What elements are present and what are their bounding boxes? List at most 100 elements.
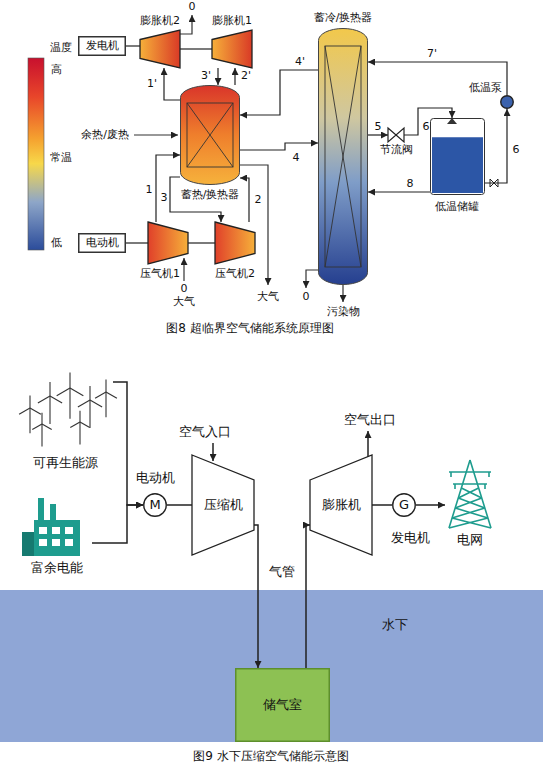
flow-line: [188, 242, 215, 243]
pump-symbol: 低温泵: [500, 95, 514, 109]
throttle-valve-shape: [388, 128, 404, 142]
air-inlet-line: [183, 258, 184, 281]
diagram-label: 大气: [173, 296, 195, 309]
grid-tower-icon: 电网: [445, 458, 495, 528]
node-label: 压气机2: [215, 268, 255, 281]
diagram-label: 图8 超临界空气储能系统原理图: [166, 322, 333, 336]
generator-box: 发电机: [78, 36, 126, 56]
wind-icon-shape: [18, 378, 113, 450]
compressor-symbol: 压气机2: [215, 222, 255, 264]
flow-line: [372, 504, 392, 506]
flow-line: [113, 382, 143, 505]
air-outlet-arrow: [367, 431, 369, 460]
flow-line: [240, 178, 249, 222]
node-label: M: [149, 498, 160, 513]
expander-symbol-shape: [212, 30, 252, 68]
compressor-box: 压缩机: [192, 455, 254, 555]
air-inlet-arrow: [212, 443, 214, 461]
expander-symbol-shape: [140, 30, 180, 68]
diagram-label: 空气入口: [179, 425, 231, 440]
flow-line: [180, 48, 212, 49]
diagram-label: 1: [146, 184, 153, 197]
node-label: 发电机: [86, 40, 119, 53]
generator-circle: G发电机: [392, 493, 416, 517]
diagram-label: 1': [147, 78, 157, 91]
diagram-label: 温度: [50, 42, 72, 55]
diagram-label: 气管: [269, 565, 295, 580]
diagram-label: 6: [513, 144, 520, 157]
exhaust-line: [180, 15, 192, 34]
flow-line: [254, 525, 258, 668]
pump-symbol-shape: [500, 95, 514, 109]
diagram-label: 空气出口: [344, 413, 396, 428]
expander-symbol: 膨胀机1: [212, 30, 252, 68]
wind-icon: 可再生能源: [18, 378, 113, 450]
node-label: 节流阀: [380, 144, 413, 157]
node-label: 压缩机: [204, 498, 243, 513]
factory-icon-shape: [22, 498, 92, 556]
node-label: 电网: [457, 533, 483, 548]
node-label: G: [399, 498, 409, 513]
temperature-bar: [28, 58, 44, 250]
node-label: 储气室: [263, 698, 302, 713]
node-label: 蓄热/换热器: [181, 189, 240, 202]
outlet-line: [306, 270, 318, 288]
motor-box: 电动机: [78, 233, 126, 253]
node-label: 膨胀机2: [140, 15, 180, 28]
diagram-label: 低: [51, 237, 62, 250]
waste-heat-line: [134, 134, 178, 135]
diagram-label: 0: [181, 283, 188, 296]
flow-line: [234, 68, 235, 85]
motor-circle: 电动机M: [143, 493, 167, 517]
node-label: 发电机: [391, 531, 430, 546]
diagram-label: 3: [161, 192, 168, 205]
diagram-label: 4: [293, 152, 300, 165]
flow-line: [306, 525, 310, 668]
cold-exchanger-shape: [318, 28, 368, 285]
heat-exchanger: 蓄热/换热器: [180, 85, 240, 185]
diagram-label: 常温: [50, 152, 72, 165]
node-label: 蓄冷/换热器: [314, 12, 373, 25]
compressor-symbol: 压气机1: [148, 222, 188, 264]
flow-line: [126, 242, 148, 243]
flow-line: [240, 70, 318, 115]
heat-exchanger-shape: [180, 85, 240, 185]
diagram-label: 污染物: [327, 306, 360, 319]
node-label: 低温储罐: [435, 201, 479, 214]
water-region: 储气室 水下: [0, 590, 543, 742]
grid-tower-icon-shape: [445, 458, 495, 528]
flow-line: [92, 505, 143, 543]
node-label: 电动机: [86, 237, 119, 250]
flow-line: [126, 45, 140, 46]
expander-box: 膨胀机: [310, 455, 372, 555]
flow-line: [416, 504, 445, 506]
diagram-label: 4': [295, 56, 305, 69]
diagram-label: 5: [375, 121, 382, 134]
node-label: 低温泵: [469, 82, 502, 95]
node-label: 压气机1: [140, 268, 180, 281]
node-label: 膨胀机: [322, 498, 361, 513]
flow-line: [485, 109, 507, 183]
throttle-valve: 节流阀: [388, 128, 404, 142]
diagram-label: 余热/废热: [81, 129, 129, 142]
flow-line: [167, 504, 192, 506]
diagram-label: 0: [303, 291, 310, 304]
diagram-label: 7': [427, 48, 437, 61]
factory-icon: 富余电能: [22, 498, 92, 556]
flow-line: [164, 68, 180, 100]
diagram-label: 2': [241, 70, 251, 83]
diagram-label: 图9 水下压缩空气储能示意图: [193, 750, 348, 764]
diagram-label: 8: [407, 178, 414, 191]
node-label: 膨胀机1: [212, 15, 252, 28]
node-label: 电动机: [136, 471, 175, 486]
diagram-label: 6: [423, 121, 430, 134]
cold-exchanger: 蓄冷/换热器: [318, 28, 368, 285]
node-label: 水下: [382, 618, 408, 633]
flow-line: [368, 191, 430, 192]
storage-tank-shape: [430, 118, 485, 195]
diagram-label: 高: [51, 64, 62, 77]
diagram-label: 2: [255, 194, 262, 207]
node-label: 可再生能源: [33, 456, 98, 471]
flow-line: [368, 134, 388, 135]
